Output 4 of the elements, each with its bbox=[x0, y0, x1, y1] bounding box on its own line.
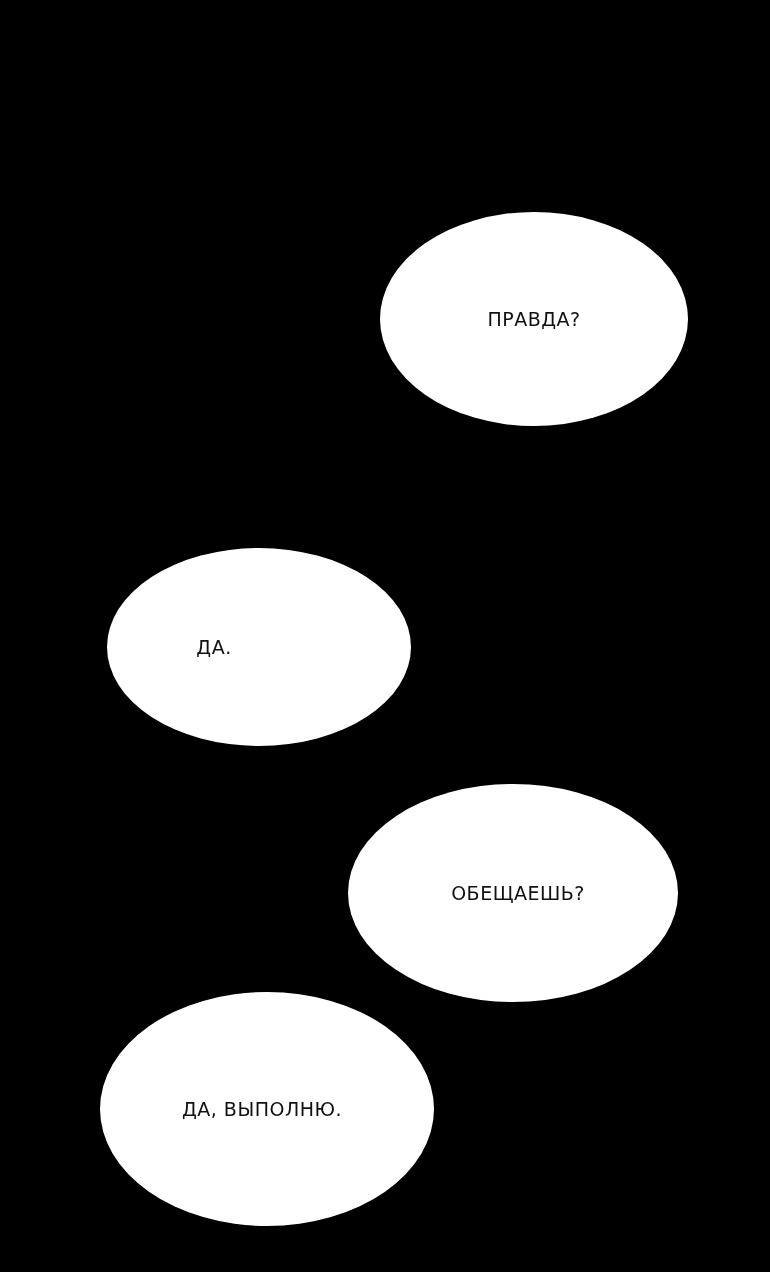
dialogue-text: ДА. bbox=[196, 636, 232, 658]
dialogue-text: ОБЕЩАЕШЬ? bbox=[451, 882, 585, 904]
dialogue-text: ПРАВДА? bbox=[487, 308, 581, 330]
dialogue-text: ДА, ВЫПОЛНЮ. bbox=[181, 1098, 343, 1120]
